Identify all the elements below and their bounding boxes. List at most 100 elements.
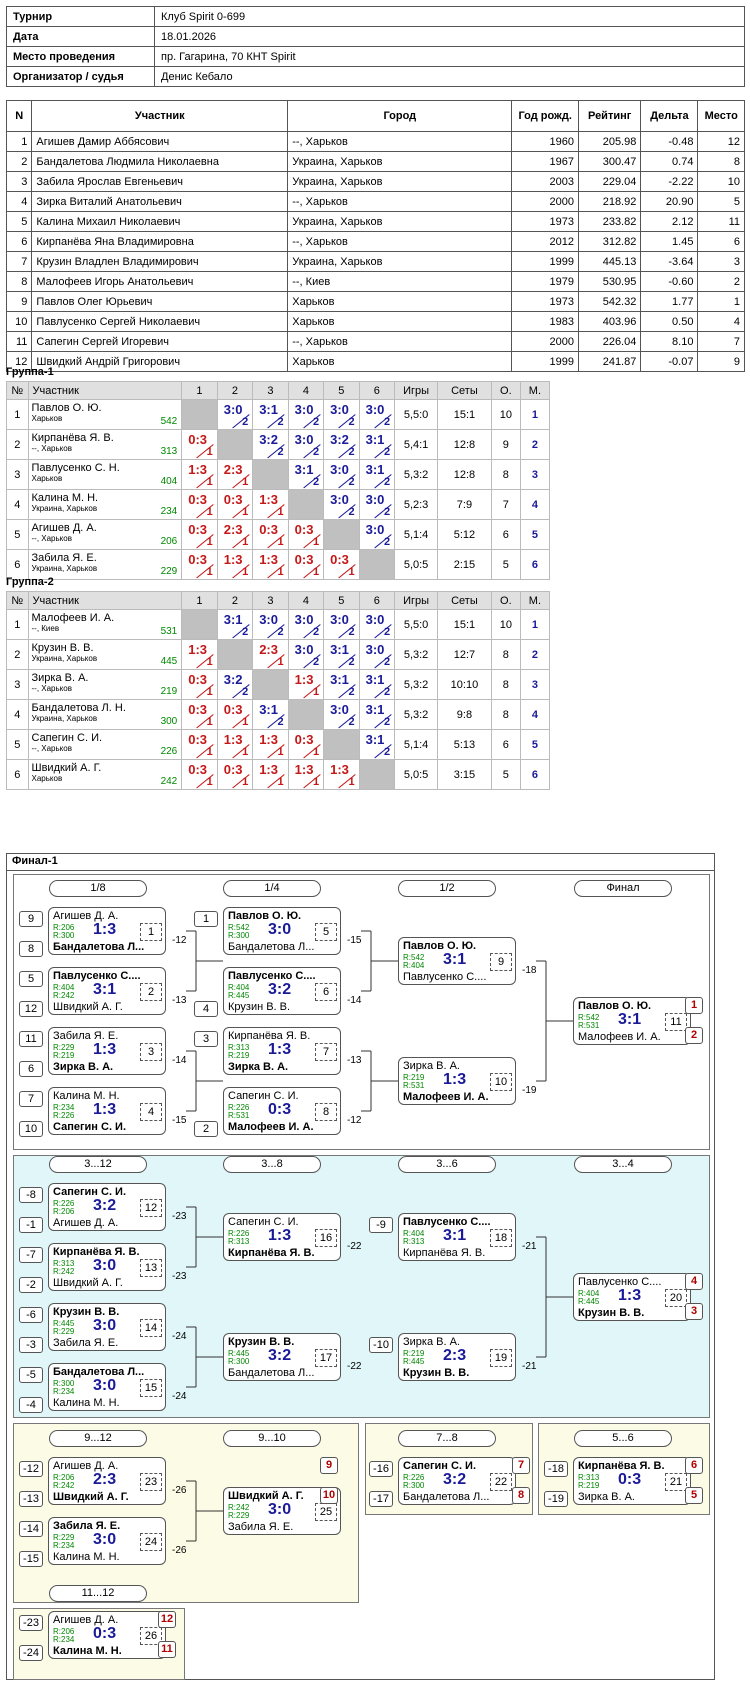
- match-points: 2: [383, 746, 391, 758]
- player-1-name: Агишев Д. А.: [53, 1614, 119, 1626]
- column-header: Дельта: [640, 100, 699, 132]
- match-score: 1:3: [268, 1041, 292, 1058]
- player-1-rating: R:206: [53, 923, 75, 932]
- player-2-name: Малофеев И. А.: [228, 1121, 314, 1133]
- player-2-rating: R:313: [403, 1237, 425, 1246]
- seed-box: 7: [19, 1091, 43, 1107]
- sets-cell: 5:13: [437, 729, 492, 760]
- table-cell: 2000: [511, 191, 579, 212]
- match-score: 2:3: [443, 1347, 467, 1364]
- score-slash: [373, 684, 392, 699]
- loser-destination: -13: [172, 995, 187, 1006]
- match-score: 0:3: [268, 1101, 292, 1118]
- participant-rating: 531: [160, 626, 178, 637]
- info-key: Место проведения: [6, 46, 155, 67]
- set-score: 3:0: [294, 432, 314, 447]
- player-1-rating: R:219: [403, 1349, 425, 1358]
- points-cell: 5: [490, 759, 521, 790]
- score-slash: [231, 774, 250, 789]
- score-slash: [196, 774, 214, 789]
- score-slash: [373, 474, 392, 489]
- seed-box: -1: [19, 1217, 43, 1233]
- set-score: 0:3: [223, 702, 243, 717]
- player-2-name: Бандалетова Л...: [228, 941, 315, 953]
- table-cell: 218.92: [577, 191, 642, 212]
- score-slash: [338, 624, 356, 639]
- table-cell: Харьков: [287, 351, 513, 372]
- seed-box: -19: [544, 1491, 568, 1507]
- score-slash: [302, 624, 321, 639]
- group-title: Группа-1: [6, 366, 54, 378]
- diagonal-cell: [252, 459, 289, 490]
- column-header: N: [5, 100, 33, 132]
- score-slash: [231, 534, 250, 549]
- set-score: 1:3: [330, 762, 349, 777]
- loser-destination: -26: [172, 1485, 187, 1496]
- table-cell: --, Харьков: [287, 231, 513, 252]
- score-slash: [338, 504, 356, 519]
- set-score: 3:1: [223, 612, 243, 627]
- player-1-name: Сапегин С. И.: [228, 1090, 299, 1102]
- match-points: 2: [313, 626, 320, 638]
- set-score: 3:0: [294, 612, 314, 627]
- set-score: 3:1: [365, 462, 385, 477]
- match-number: 18: [490, 1229, 512, 1247]
- player-2-rating: R:445: [228, 991, 250, 1000]
- score-slash: [267, 774, 285, 789]
- match-score: 0:3: [618, 1471, 642, 1488]
- score-slash: [302, 534, 321, 549]
- player-2-name: Швидкий А. Г.: [53, 1491, 129, 1503]
- set-score: 1:3: [188, 462, 208, 477]
- row-number: 3: [6, 459, 29, 490]
- score-slash: [267, 534, 285, 549]
- match-score: 3:2: [268, 1347, 292, 1364]
- points-cell: 6: [490, 729, 521, 760]
- player-1-name: Забила Я. Е.: [53, 1030, 119, 1042]
- set-score: 3:1: [365, 732, 385, 747]
- player-2-name: Агишев Д. А.: [53, 1217, 119, 1229]
- points-cell: 8: [490, 639, 521, 670]
- match-points: 2: [277, 626, 284, 638]
- seed-box: -17: [369, 1491, 393, 1507]
- set-score: 3:1: [330, 672, 349, 687]
- row-number: 6: [6, 549, 29, 580]
- score-slash: [338, 414, 356, 429]
- player-2-rating: R:229: [228, 1511, 250, 1520]
- seed-box: -18: [544, 1461, 568, 1477]
- set-score: 1:3: [223, 552, 243, 567]
- player-2-name: Калина М. Н.: [53, 1551, 120, 1563]
- score-slash: [231, 744, 250, 759]
- loser-destination: -15: [347, 935, 362, 946]
- match-score: 3:2: [93, 1197, 117, 1214]
- match-number: 4: [140, 1103, 162, 1121]
- match-points: 2: [277, 446, 284, 458]
- player-2-rating: R:219: [578, 1481, 600, 1490]
- seed-box: -23: [19, 1615, 43, 1631]
- player-2-rating: R:219: [228, 1051, 250, 1060]
- set-score: 3:0: [330, 402, 349, 417]
- table-cell: --, Харьков: [287, 131, 513, 152]
- player-1-rating: R:404: [53, 983, 75, 992]
- player-2-name: Малофеев И. А.: [578, 1031, 661, 1043]
- score-slash: [338, 774, 356, 789]
